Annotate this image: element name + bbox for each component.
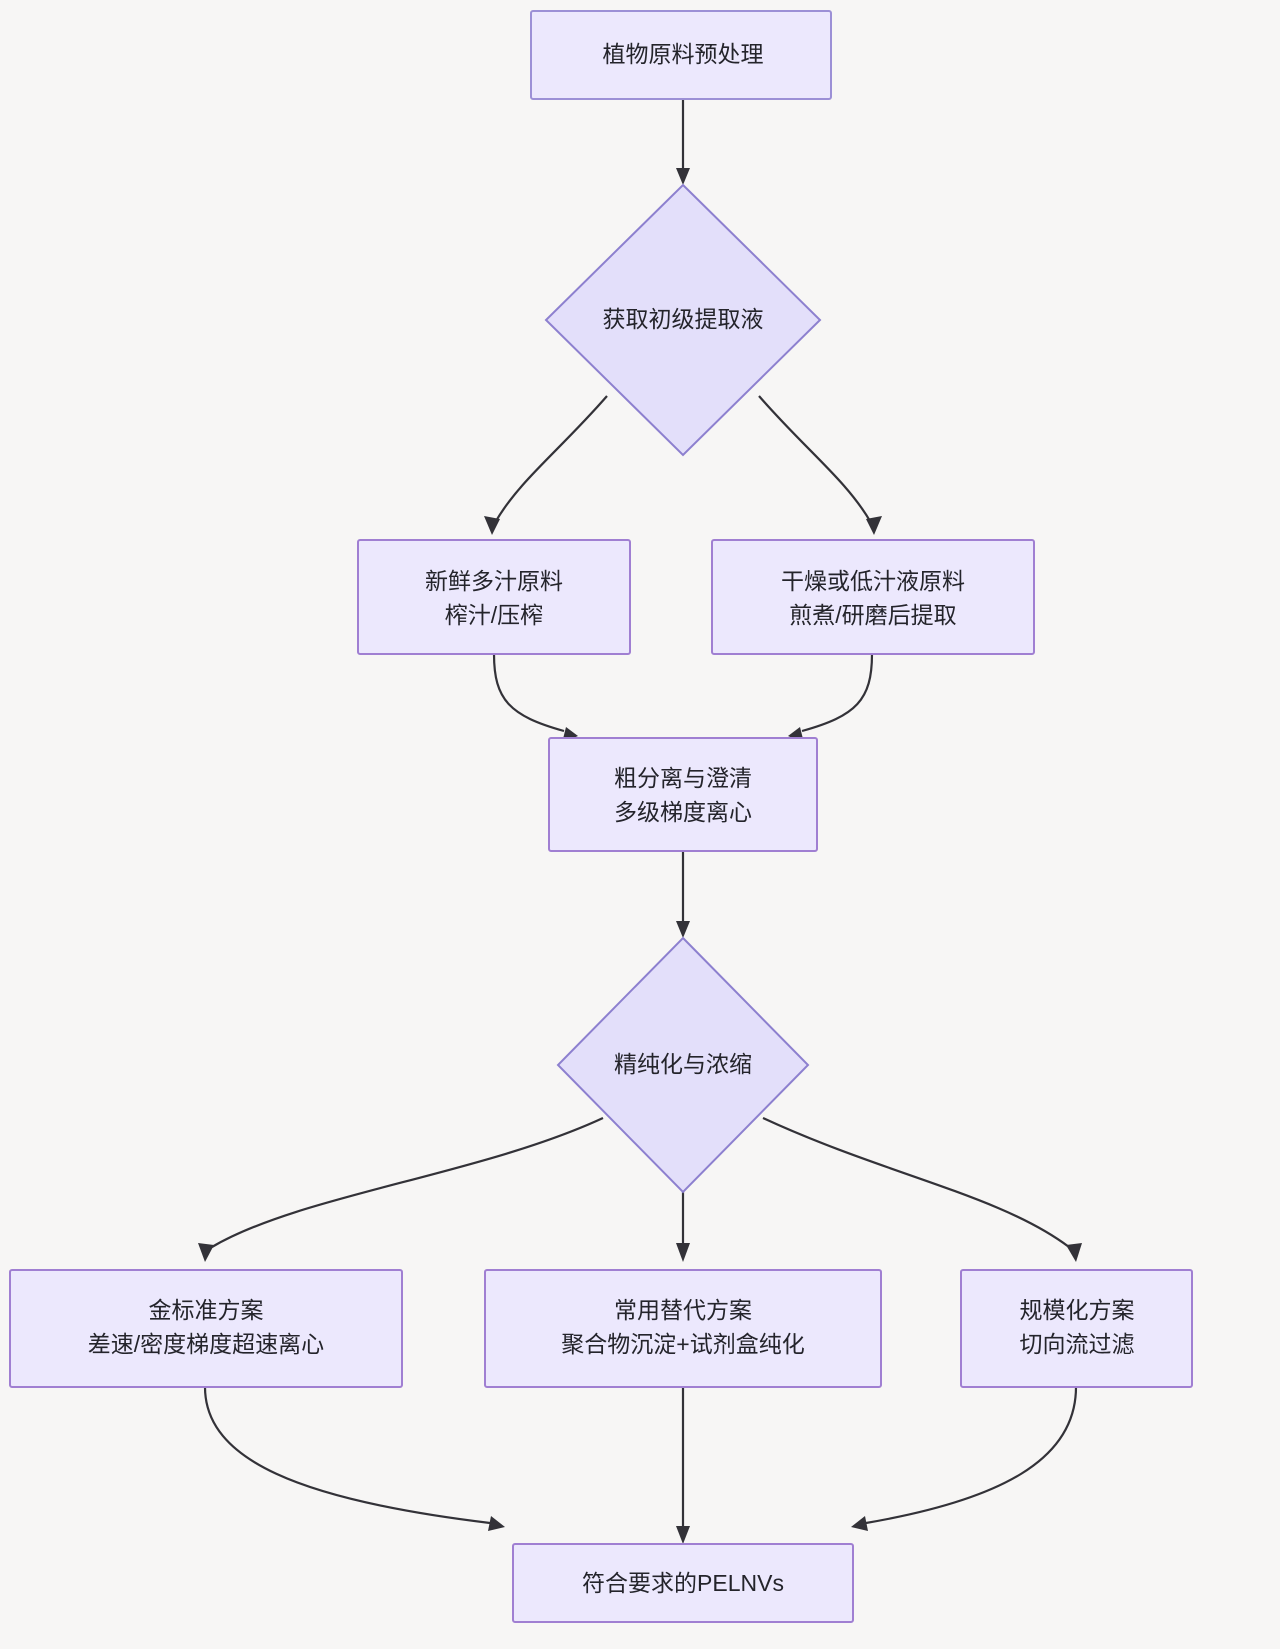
arrow-head-icon: [198, 1243, 214, 1262]
node-gold-standard[interactable]: 金标准方案 差速/密度梯度超速离心: [9, 1269, 403, 1388]
node-scale-up-label-line2: 切向流过滤: [1020, 1331, 1135, 1357]
node-common-alternative-label-line2: 聚合物沉淀+试剂盒纯化: [561, 1331, 804, 1357]
node-dry-low-juice-label-line2: 煎煮/研磨后提取: [789, 602, 956, 628]
arrow-head-icon: [488, 1516, 505, 1531]
node-common-alternative-shape[interactable]: [484, 1269, 882, 1388]
node-coarse-separation[interactable]: 粗分离与澄清 多级梯度离心: [548, 737, 818, 852]
edge-primary-extract-to-fresh-juicy: [484, 395, 608, 535]
arrow-head-icon: [676, 921, 690, 938]
node-result[interactable]: 符合要求的PELNVs: [512, 1543, 854, 1623]
node-scale-up-shape[interactable]: [960, 1269, 1193, 1388]
arrow-head-icon: [484, 516, 500, 535]
node-layer: 植物原料预处理 获取初级提取液 新鲜多汁原料 榨汁/压榨 干燥或低汁液原料 煎煮…: [9, 10, 1193, 1623]
edge-purification-to-gold-standard: [198, 1117, 604, 1262]
edge-common-alternative-to-result: [676, 1387, 690, 1544]
node-pretreatment-shape[interactable]: [530, 10, 832, 100]
node-gold-standard-label-line1: 金标准方案: [149, 1297, 264, 1323]
node-result-label: 符合要求的PELNVs: [582, 1570, 784, 1596]
edge-layer: [198, 99, 1082, 1544]
node-scale-up-label-line1: 规模化方案: [1020, 1297, 1135, 1323]
node-fresh-juicy-label-line1: 新鲜多汁原料: [425, 568, 563, 594]
arrow-head-icon: [851, 1516, 868, 1531]
node-common-alternative-label-line1: 常用替代方案: [614, 1297, 752, 1323]
arrow-head-icon: [676, 1526, 690, 1544]
node-fresh-juicy[interactable]: 新鲜多汁原料 榨汁/压榨: [357, 539, 631, 655]
node-dry-low-juice-label-line1: 干燥或低汁液原料: [781, 568, 965, 594]
node-purification[interactable]: 精纯化与浓缩: [556, 936, 810, 1194]
arrow-head-icon: [676, 1243, 690, 1262]
arrow-head-icon: [676, 168, 690, 185]
node-coarse-separation-label-line1: 粗分离与澄清: [614, 765, 752, 791]
edge-primary-extract-to-dry-low-juice: [758, 395, 882, 535]
node-primary-extract-label: 获取初级提取液: [603, 306, 764, 332]
node-dry-low-juice-shape[interactable]: [711, 539, 1035, 655]
arrow-head-icon: [1066, 1243, 1082, 1262]
node-pretreatment-label: 植物原料预处理: [603, 41, 764, 67]
edge-fresh-juicy-to-coarse-separation: [492, 653, 578, 743]
edge-coarse-separation-to-purification: [676, 851, 690, 938]
edge-pretreatment-to-primary-extract: [676, 99, 690, 185]
node-common-alternative[interactable]: 常用替代方案 聚合物沉淀+试剂盒纯化: [484, 1269, 882, 1388]
node-coarse-separation-label-line2: 多级梯度离心: [614, 799, 752, 825]
node-purification-label: 精纯化与浓缩: [614, 1051, 752, 1077]
edge-gold-standard-to-result: [203, 1386, 505, 1531]
edge-scale-up-to-result: [851, 1386, 1078, 1531]
node-gold-standard-label-line2: 差速/密度梯度超速离心: [88, 1331, 324, 1357]
node-gold-standard-shape[interactable]: [9, 1269, 403, 1388]
node-coarse-separation-shape[interactable]: [548, 737, 818, 852]
edge-purification-to-scale-up: [762, 1117, 1082, 1262]
node-primary-extract-shape[interactable]: [544, 183, 822, 457]
node-fresh-juicy-label-line2: 榨汁/压榨: [445, 602, 543, 628]
node-result-shape[interactable]: [512, 1543, 854, 1623]
node-dry-low-juice[interactable]: 干燥或低汁液原料 煎煮/研磨后提取: [711, 539, 1035, 655]
arrow-head-icon: [866, 516, 882, 535]
node-fresh-juicy-shape[interactable]: [357, 539, 631, 655]
node-purification-shape[interactable]: [556, 936, 810, 1194]
node-pretreatment[interactable]: 植物原料预处理: [530, 10, 832, 100]
node-primary-extract[interactable]: 获取初级提取液: [544, 183, 822, 457]
edge-dry-low-juice-to-coarse-separation: [788, 653, 874, 743]
node-scale-up[interactable]: 规模化方案 切向流过滤: [960, 1269, 1193, 1388]
